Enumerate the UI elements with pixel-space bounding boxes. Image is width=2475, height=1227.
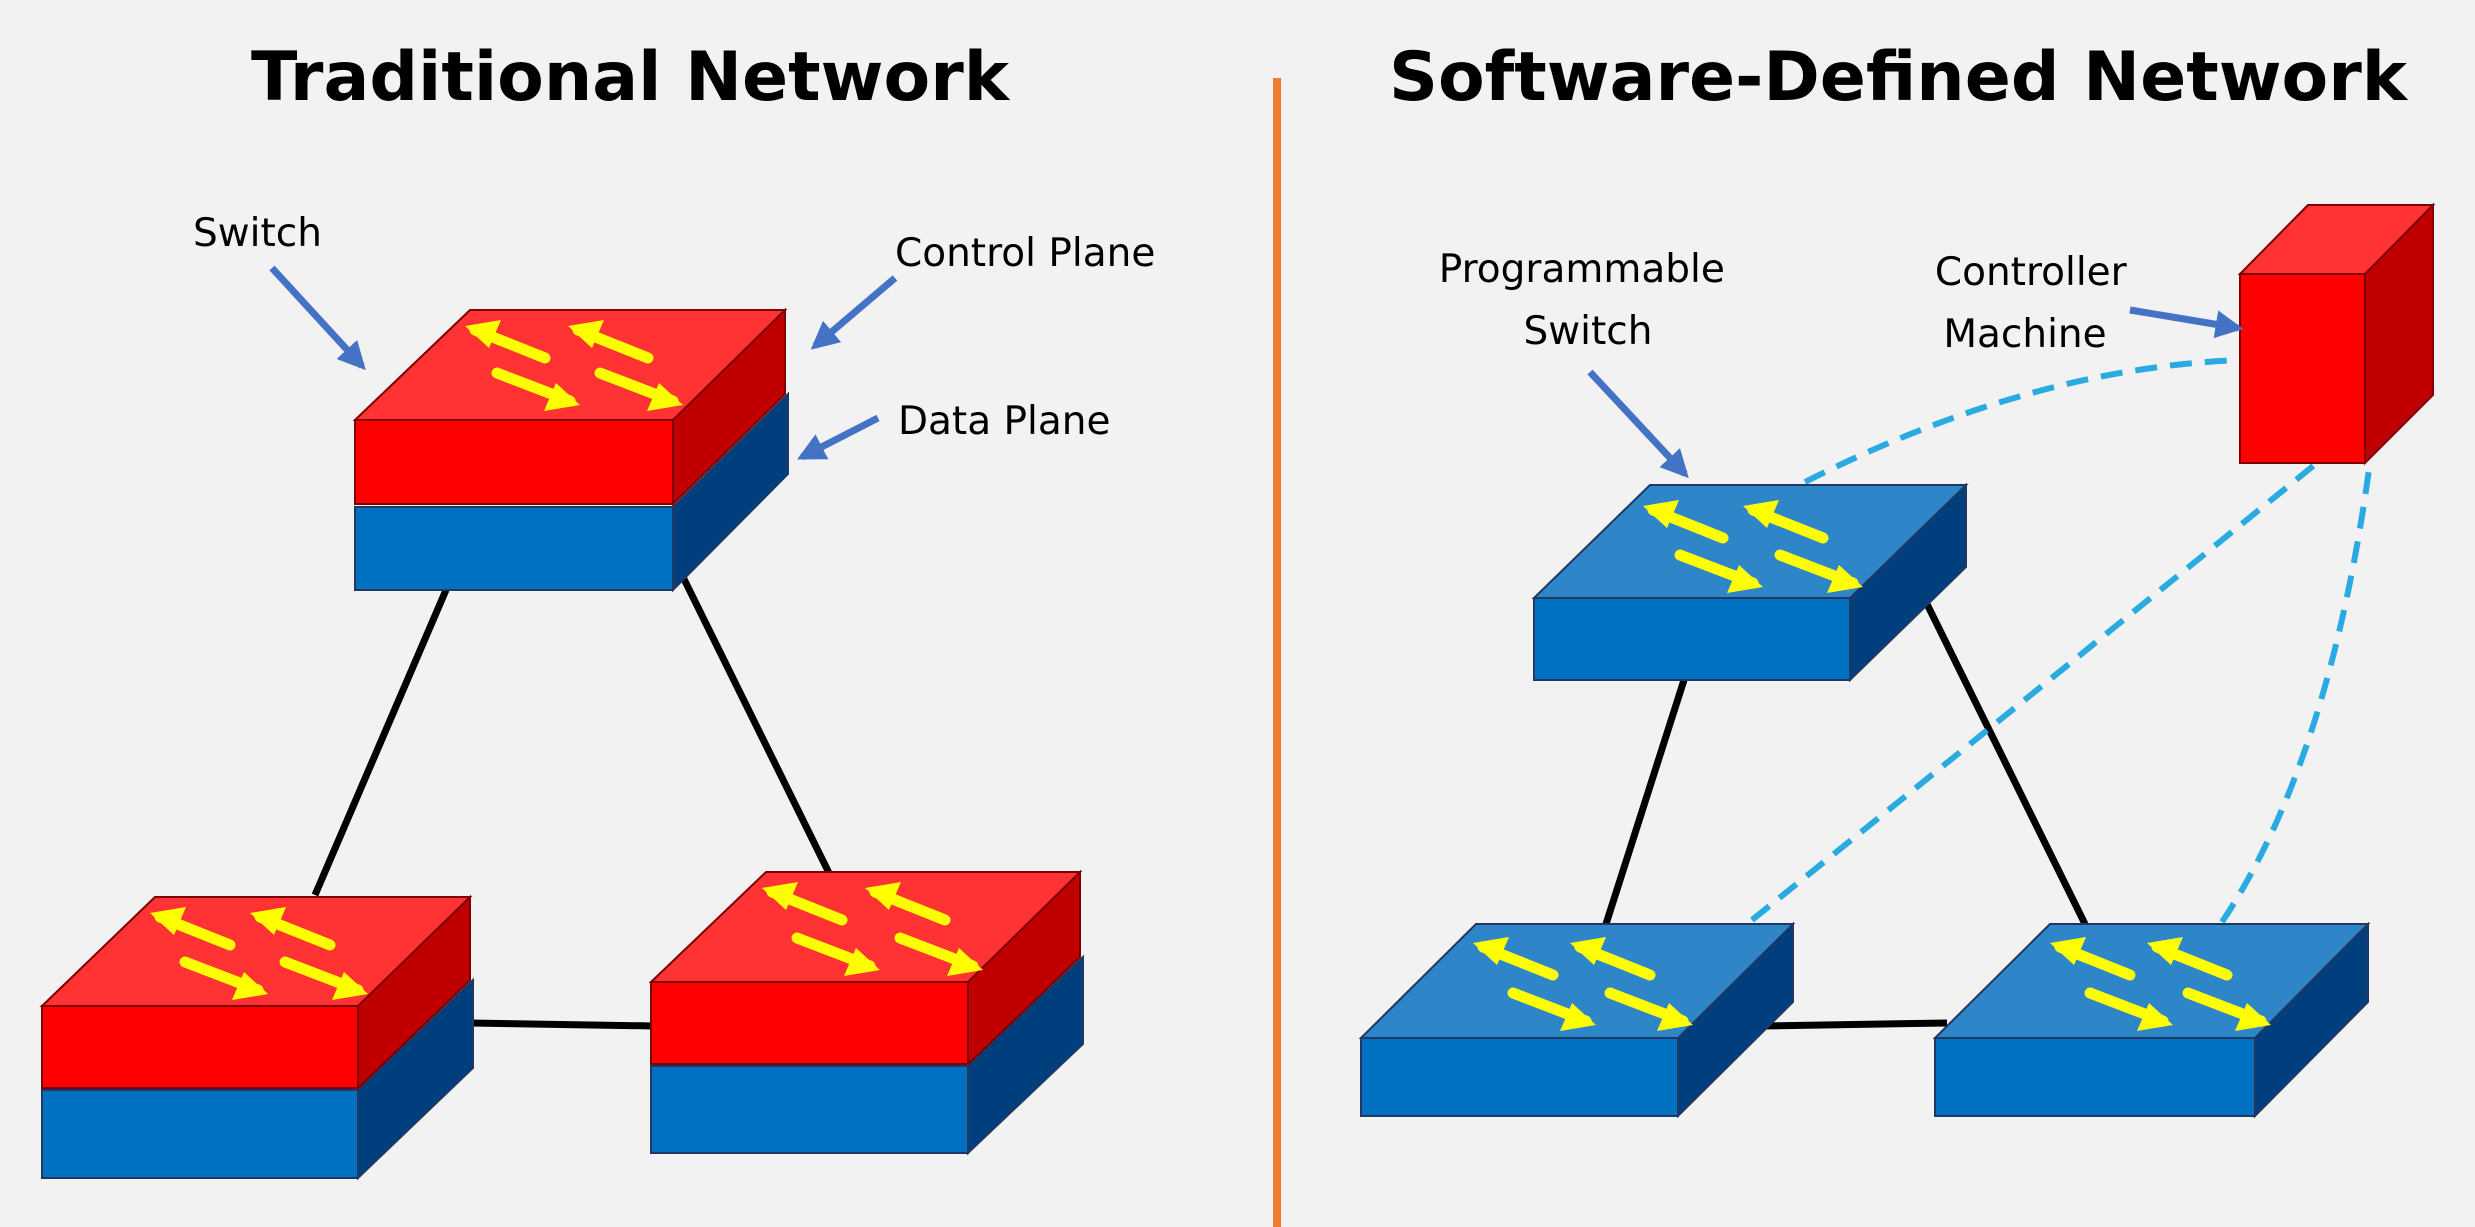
switch-label: Switch: [193, 211, 322, 256]
data-plane-pointer: [797, 414, 880, 461]
sdn-data-links: [1602, 598, 2089, 1030]
traffic-arrows-icon: [150, 907, 368, 1000]
right-panel-title: Software-Defined Network: [1389, 38, 2409, 117]
controller-machine-icon: [2237, 202, 2436, 466]
link-bottom: [469, 1019, 656, 1030]
controller-machine-label: Controller Machine: [1935, 250, 2139, 357]
control-plane-pointer: [810, 275, 898, 350]
traffic-arrows-icon: [762, 882, 983, 976]
programmable-switch-icon: [1531, 482, 1969, 683]
switch-icon: [352, 307, 789, 593]
controller-link-top: [1803, 357, 2241, 485]
controller-link-bottom-right: [2219, 461, 2373, 924]
traffic-arrows-icon: [2050, 937, 2271, 1031]
controller-machine-pointer: [2129, 306, 2244, 339]
traffic-arrows-icon: [1643, 500, 1863, 593]
link-top-left: [311, 588, 450, 897]
programmable-switch-icon: [1358, 921, 1796, 1119]
left-panel-title: Traditional Network: [251, 38, 1011, 117]
traffic-arrows-icon: [465, 320, 683, 411]
switch-icon: [648, 869, 1084, 1156]
link-top-left: [1602, 678, 1688, 926]
controller-links: [1750, 357, 2373, 924]
link-top-right: [678, 573, 834, 877]
data-plane-label: Data Plane: [898, 399, 1110, 444]
programmable-switch-icon: [1932, 921, 2371, 1119]
programmable-switch-label: Programmable Switch: [1439, 247, 1737, 354]
switch-pointer: [269, 265, 366, 371]
traditional-links: [311, 573, 834, 1030]
programmable-switch-pointer: [1587, 369, 1689, 479]
link-bottom: [1761, 1019, 1948, 1030]
traffic-arrows-icon: [1473, 937, 1693, 1031]
control-plane-label: Control Plane: [895, 231, 1155, 276]
link-top-right: [1921, 598, 2089, 926]
switch-icon: [39, 894, 474, 1181]
controller-link-bottom-left: [1750, 459, 2320, 923]
